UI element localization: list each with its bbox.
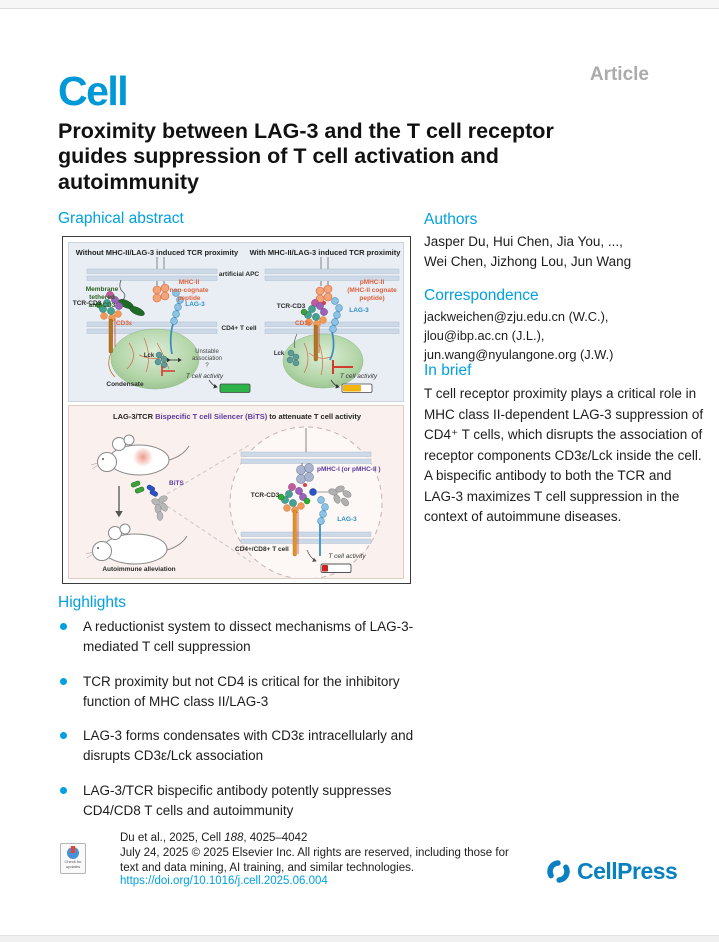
- anti-cd3-label: Membrane tethered anti-CD3: [85, 286, 119, 309]
- lag3-label-right: LAG-3: [349, 307, 369, 314]
- lck-cluster-right: [286, 349, 300, 367]
- right-receptor-complex: [286, 257, 373, 393]
- unstable-association-label: Unstable association ?: [191, 349, 223, 370]
- lck-label-left: Lck: [143, 353, 155, 359]
- panel-title-with: With MHC-II/LAG-3 induced TCR proximity: [249, 248, 401, 257]
- top-panel-illustration: [86, 257, 400, 393]
- check-for-updates-badge[interactable]: Check for updates: [60, 843, 86, 874]
- lck-cluster: [154, 351, 168, 369]
- pmhc-label: pMHC-I (or pMHC-II ): [317, 466, 381, 473]
- highlight-text: TCR proximity but not CD4 is critical fo…: [83, 673, 400, 709]
- tcell-activity-bar-low: [320, 563, 352, 573]
- lck-label-right: Lck: [273, 351, 285, 357]
- apc-label: artificial APC: [218, 271, 260, 278]
- highlight-item: A reductionist system to dissect mechani…: [58, 617, 418, 658]
- activity-label-right: T cell activity: [339, 373, 378, 380]
- in-brief-text: T cell receptor proximity plays a critic…: [424, 386, 704, 525]
- tcell-label: CD4+ T cell: [221, 325, 257, 332]
- correspondence-heading: Correspondence: [424, 287, 539, 304]
- cellpress-mark-icon: [547, 860, 570, 883]
- highlight-item: LAG-3/TCR bispecific antibody potently s…: [58, 781, 418, 822]
- abstract-bottom-panel: LAG-3/TCR Bispecific T cell Silencer (Bi…: [68, 405, 404, 579]
- activity-label-zoom: T cell activity: [328, 553, 366, 560]
- bullet-icon: [60, 677, 67, 685]
- zoom-circle-contents: [240, 428, 372, 573]
- bullet-icon: [60, 732, 67, 739]
- mouse-healthy-illustration: [85, 523, 188, 565]
- bullet-icon: [60, 786, 67, 794]
- tcell-activity-bar-full: [219, 383, 251, 393]
- highlights-heading: Highlights: [58, 594, 127, 611]
- lag3-chain-right: [329, 297, 343, 361]
- authors-heading: Authors: [424, 211, 478, 228]
- cd4-cd8-tcell-label: CD4+/CD8+ T cell: [235, 546, 289, 553]
- bottom-panel-illustration: [85, 426, 383, 578]
- bits-label: BiTS: [169, 480, 184, 487]
- highlight-text: LAG-3 forms condensates with CD3ε intrac…: [83, 728, 414, 764]
- bits-antibody: [130, 480, 168, 521]
- highlights-list: A reductionist system to dissect mechani…: [58, 617, 418, 835]
- mhc-label-right: pMHC-II (MHC-II cognate peptide): [347, 279, 397, 302]
- authors-names: Jasper Du, Hui Chen, Jia You, ..., Wei C…: [424, 234, 632, 269]
- bullet-icon: [60, 623, 67, 630]
- crossmark-icon: [67, 846, 79, 859]
- graphical-abstract-heading: Graphical abstract: [58, 210, 184, 227]
- citation-line: Du et al., 2025, Cell 188, 4025–4042: [120, 832, 308, 844]
- highlight-item: LAG-3 forms condensates with CD3ε intrac…: [58, 726, 418, 767]
- bottom-panel-title: LAG-3/TCR Bispecific T cell Silencer (Bi…: [113, 412, 361, 421]
- lag3-label-left: LAG-3: [185, 301, 205, 308]
- graphical-abstract-figure: Without MHC-II/LAG-3 induced TCR proximi…: [62, 236, 411, 584]
- paper-title: Proximity between LAG-3 and the T cell r…: [58, 119, 554, 194]
- tcr-cd3-label-left: TCR-CD3: [72, 300, 102, 307]
- page-top-edge: [0, 0, 719, 9]
- panel-title-without: Without MHC-II/LAG-3 induced TCR proximi…: [75, 248, 239, 257]
- activity-label-left: T cell activity: [185, 373, 224, 380]
- in-brief-heading: In brief: [424, 362, 472, 379]
- copyright-text: July 24, 2025 © 2025 Elsevier Inc. All r…: [120, 847, 509, 874]
- article-type-label: Article: [589, 64, 649, 85]
- left-receptor-complex: [95, 257, 251, 393]
- cell-journal-logo: Cell: [58, 68, 129, 114]
- autoimmune-caption: Autoimmune alleviation: [102, 566, 176, 573]
- mouse-sick-illustration: [90, 434, 190, 476]
- cd3e-label-left: CD3ε: [115, 320, 133, 327]
- highlight-item: TCR proximity but not CD4 is critical fo…: [58, 672, 418, 713]
- page-bottom-edge: [0, 935, 719, 942]
- apc-membrane: [86, 268, 400, 281]
- cd3e-label-right: CD3ε: [294, 320, 312, 327]
- lag3-chain: [169, 289, 184, 355]
- condensate-shape: [110, 328, 200, 390]
- mhc-label-left: MHC-II non-cognate peptide: [169, 279, 209, 302]
- badge-label: Check for updates: [64, 859, 82, 869]
- highlight-text: A reductionist system to dissect mechani…: [83, 619, 414, 655]
- tcr-cd3-label-right: TCR-CD3: [276, 303, 306, 310]
- cellpress-logo: CellPress: [545, 858, 678, 885]
- doi-link[interactable]: https://doi.org/10.1016/j.cell.2025.06.0…: [120, 875, 328, 887]
- correspondence-emails: jackweichen@zju.edu.cn (W.C.), jlou@ibp.…: [424, 309, 614, 362]
- tcr-cd3-label-zoom: TCR-CD3: [250, 492, 280, 499]
- cellpress-wordmark: CellPress: [577, 858, 678, 884]
- condensate-shape-right: [282, 333, 364, 389]
- lag3-label-zoom: LAG-3: [337, 516, 357, 523]
- abstract-top-panel: Without MHC-II/LAG-3 induced TCR proximi…: [68, 242, 404, 402]
- highlight-text: LAG-3/TCR bispecific antibody potently s…: [83, 782, 392, 818]
- condensate-label: Condensate: [106, 381, 144, 388]
